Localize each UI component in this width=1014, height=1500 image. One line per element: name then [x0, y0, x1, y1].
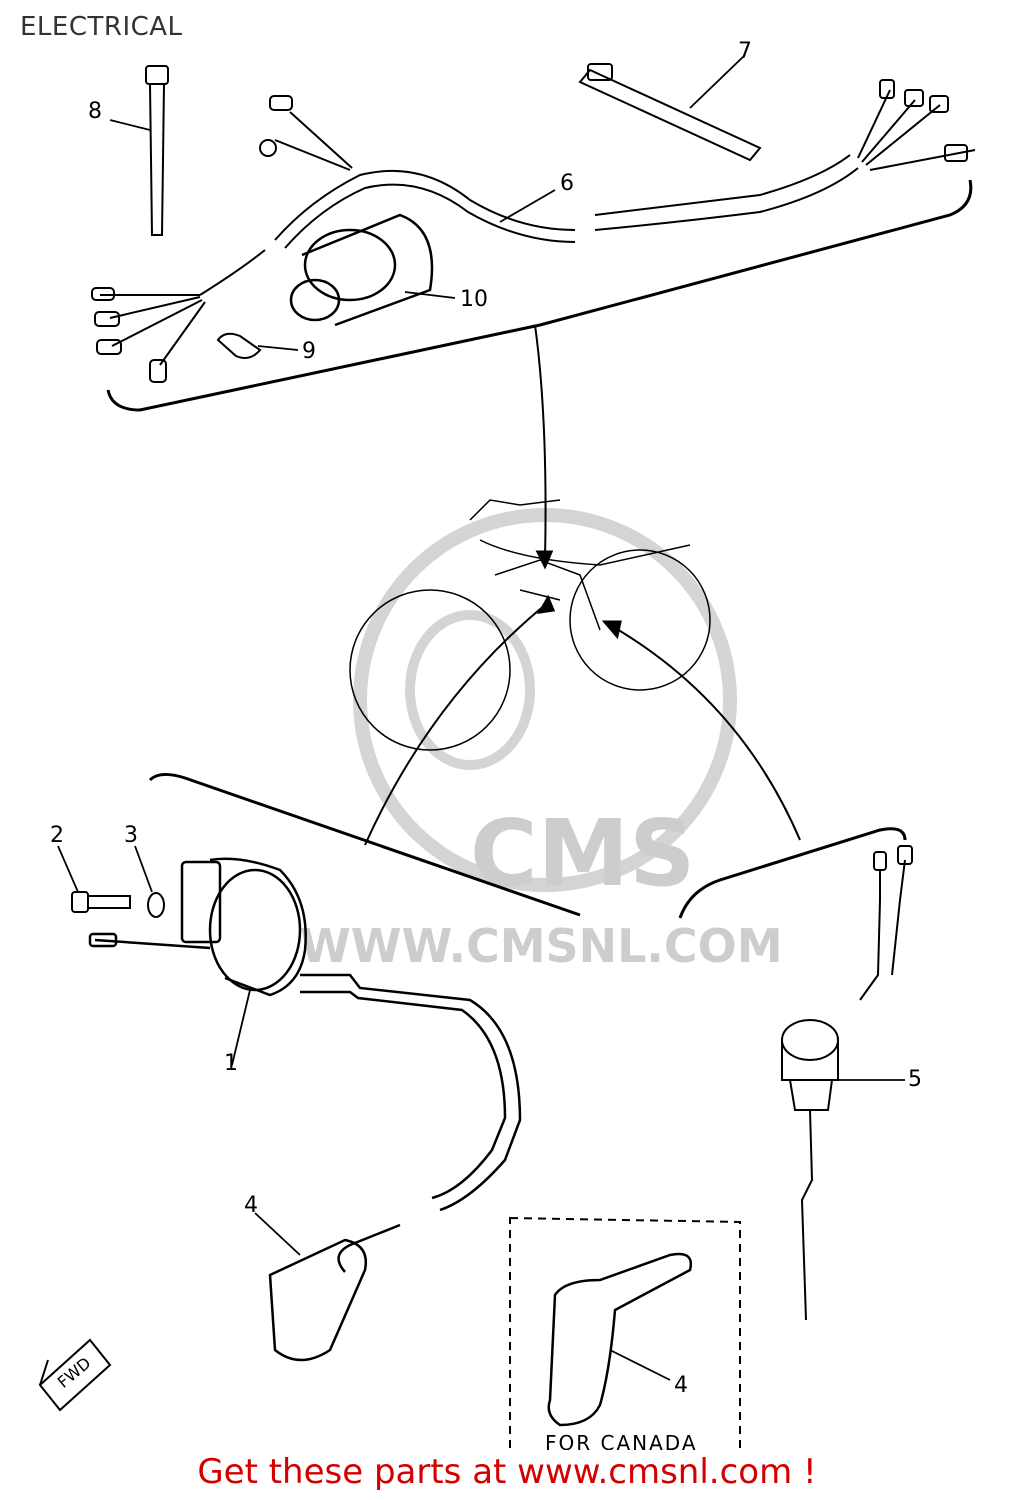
ignition-coil — [88, 857, 307, 997]
canada-plug-cap — [547, 1252, 693, 1427]
washer — [147, 892, 165, 918]
capacitor — [289, 213, 434, 327]
neutral-switch — [781, 845, 913, 1321]
callout-1: 1 — [224, 1051, 238, 1076]
callout-7: 7 — [738, 39, 752, 64]
page-title: ELECTRICAL — [20, 12, 183, 42]
callout-8: 8 — [88, 99, 102, 124]
callout-9: 9 — [302, 339, 316, 364]
callout-5: 5 — [908, 1067, 922, 1092]
callout-10: 10 — [460, 287, 488, 312]
wire-harness — [91, 79, 976, 383]
high-tension-lead — [300, 973, 522, 1273]
canada-box — [509, 1216, 741, 1450]
motorcycle-outline — [349, 499, 711, 751]
watermark-url: WWW.CMSNL.COM — [300, 919, 783, 973]
callout-2: 2 — [50, 823, 64, 848]
watermark: CMS WWW.CMSNL.COM — [300, 508, 783, 973]
bolt — [71, 891, 131, 913]
watermark-logo: CMS — [470, 800, 695, 907]
lower-panels — [148, 594, 907, 919]
parts-diagram: CMS WWW.CMSNL.COM — [38, 39, 976, 1450]
callout-6: 6 — [560, 171, 574, 196]
strap-band — [578, 63, 762, 162]
footer-link-text[interactable]: Get these parts at www.cmsnl.com ! — [197, 1452, 817, 1492]
callout-3: 3 — [124, 823, 138, 848]
callout-4-main: 4 — [244, 1193, 258, 1218]
callout-leaders — [57, 54, 905, 1381]
fwd-label: FWD — [54, 1353, 95, 1392]
cable-tie — [145, 65, 169, 236]
forward-arrow-icon: FWD — [38, 1338, 112, 1412]
plug-cap — [268, 1238, 368, 1362]
callout-4-canada: 4 — [674, 1373, 688, 1398]
clamp — [216, 332, 262, 359]
for-canada-label: FOR CANADA — [545, 1431, 698, 1450]
